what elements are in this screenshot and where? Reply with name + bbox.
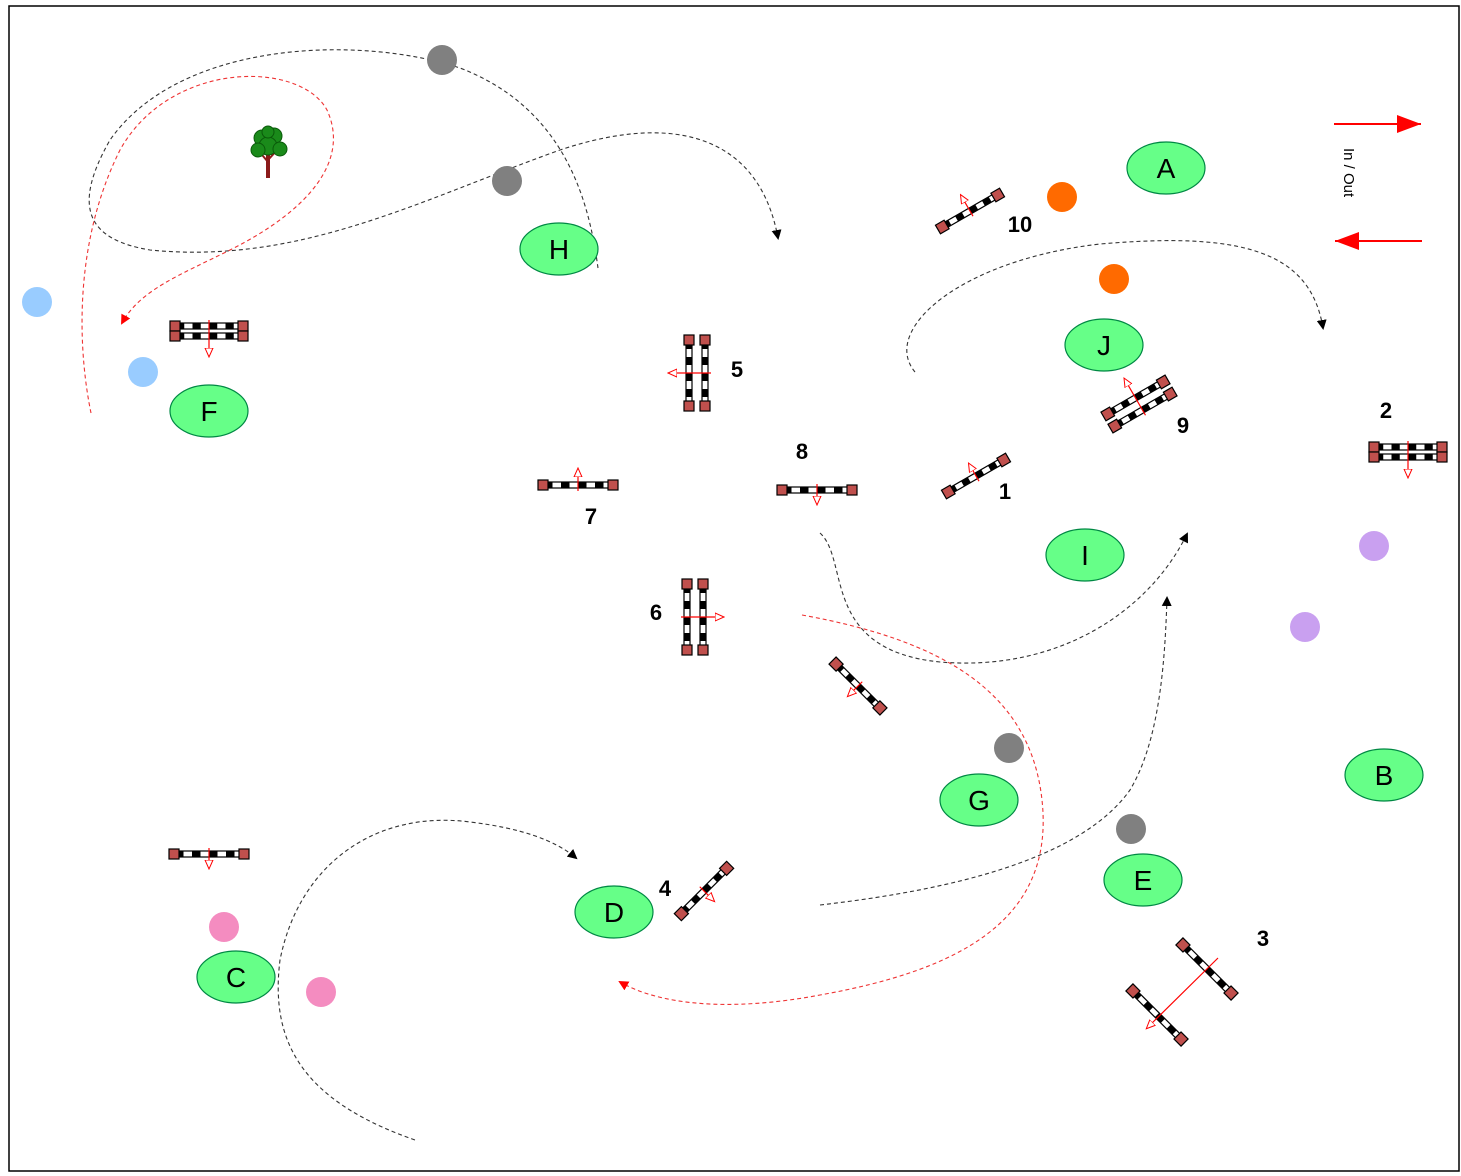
cone-orange [1047,182,1077,212]
route-path-red [81,75,334,414]
letter-marker-c: C [196,950,276,1004]
obstacle-number-10: 10 [1008,212,1032,237]
cone-grey [427,45,457,75]
jump-8 [776,484,858,504]
letter-d: D [604,897,624,928]
cone-purple [1290,612,1320,642]
cone-purple [1359,531,1389,561]
letter-marker-e: E [1103,853,1183,907]
route-path [819,596,1172,906]
letter-h: H [549,234,569,265]
obstacle-number-8: 8 [796,439,808,464]
obstacle-number-4: 4 [659,876,672,901]
route-path-red [618,614,1044,1005]
obstacle-number-3: 3 [1257,926,1269,951]
cone-grey [492,166,522,196]
jump-5 [669,334,711,412]
jump-4 [673,860,735,922]
obstacle-number-5: 5 [731,357,743,382]
jump-6 [681,578,723,656]
cone-blue [22,287,52,317]
tree-icon [250,125,288,178]
cone-pink [306,977,336,1007]
obstacle-number-9: 9 [1177,413,1189,438]
letter-marker-f: F [169,384,249,438]
jumps-layer [168,187,1448,1047]
obstacle-number-1: 1 [999,479,1011,504]
jump-3b [1125,983,1189,1047]
jump-2 [1368,441,1448,477]
letter-marker-g: G [939,773,1019,827]
direction-arrow [699,886,714,901]
letter-marker-a: A [1126,141,1206,195]
direction-arrow [1147,957,1219,1028]
jump-1 [940,452,1012,500]
letter-i: I [1081,540,1089,571]
letter-j: J [1097,330,1111,361]
obstacle-number-7: 7 [585,504,597,529]
letter-a: A [1157,153,1176,184]
letter-marker-j: J [1064,318,1144,372]
route-path [88,49,782,269]
route-path [277,819,578,1141]
route-path [906,240,1327,373]
letter-marker-h: H [519,222,599,276]
jump-7 [537,469,619,491]
jump-10 [934,187,1006,235]
letter-g: G [968,785,990,816]
jump-unnumbered [169,320,249,356]
letter-marker-i: I [1045,528,1125,582]
direction-arrow [969,464,980,482]
letter-f: F [200,396,217,427]
letter-b: B [1375,760,1394,791]
letter-c: C [226,962,246,993]
cone-orange [1099,264,1129,294]
jump-unnumbered [168,848,250,868]
direction-arrow [961,195,974,217]
letter-marker-d: D [574,885,654,939]
jump-9 [1100,374,1178,434]
cone-grey [1116,814,1146,844]
letter-marker-b: B [1344,748,1424,802]
obstacle-number-2: 2 [1380,398,1392,423]
jump-unnumbered [828,656,888,716]
cone-blue [128,357,158,387]
cone-pink [209,912,239,942]
direction-arrow [848,681,863,696]
cone-grey [994,733,1024,763]
obstacle-number-6: 6 [650,600,662,625]
letter-e: E [1134,865,1153,896]
direction-arrow [1125,379,1147,416]
in-out-label: In / Out [1340,148,1357,198]
